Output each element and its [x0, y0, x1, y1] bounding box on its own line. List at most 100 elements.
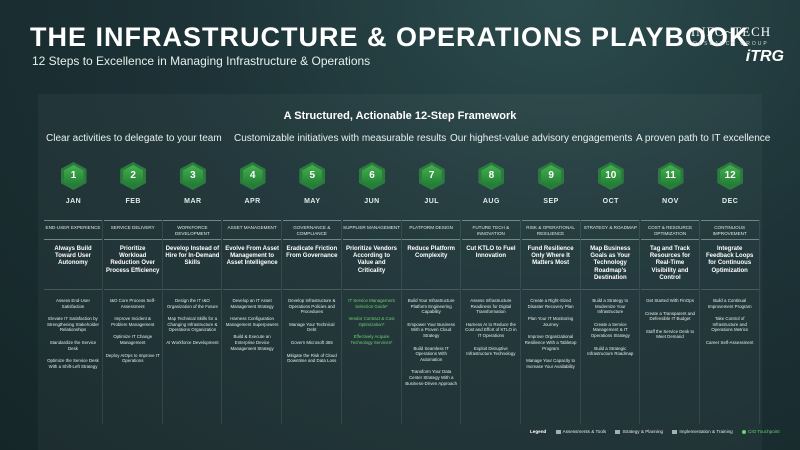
goal-headline: Prioritize Vendors According to Value an… [342, 240, 401, 290]
playbook-item[interactable]: Build Your Infrastructure Platform Engin… [407, 298, 455, 315]
playbook-item[interactable]: Improve Organizational Resilience With a… [524, 334, 577, 351]
playbook-item[interactable]: AI Workforce Development [166, 339, 219, 345]
playbook-item[interactable]: Effectively Acquire Technology Services* [350, 334, 393, 345]
item-list: Assess Infrastructure Readiness for Digi… [462, 290, 520, 357]
goal-headline: Cut KTLO to Fuel Innovation [461, 240, 520, 290]
playbook-item[interactable]: Optimize IT Change Management [113, 334, 153, 345]
playbook-item[interactable]: Mitigate the Risk of Cloud Downtime and … [286, 352, 337, 364]
playbook-item[interactable]: Staff the Service Desk to Meet Demand [645, 328, 695, 340]
playbook-item[interactable]: Create a Service Management & IT Operati… [590, 321, 630, 338]
playbook-item[interactable]: Take Control of Infrastructure and Opera… [711, 316, 749, 333]
category-label: RISK & OPERATIONAL RESILIENCE [521, 220, 580, 240]
hexagon-icon: 9 [538, 162, 565, 190]
step-number: 3 [182, 165, 203, 187]
legend-item-cio: CIO Touchpoint [742, 429, 780, 434]
goal-headline: Integrate Feedback Loops for Continuous … [700, 240, 759, 290]
itrg-logo: iTRG [745, 48, 784, 65]
goal-headline: Develop Instead of Hire for In-Demand Sk… [163, 240, 222, 290]
page-header: THE INFRASTRUCTURE & OPERATIONS PLAYBOOK… [0, 0, 800, 92]
logo-sub-text: RESEARCH GROUP [693, 41, 769, 47]
goal-headline: Map Business Goals as Your Technology Ro… [581, 240, 640, 290]
playbook-item[interactable]: Build Seamless IT Operations With Automa… [413, 345, 449, 362]
playbook-item[interactable]: Empower Your Business With a Proven Clou… [407, 321, 455, 338]
month-label: OCT [602, 198, 619, 205]
phase-label-2: Customizable initiatives with measurable… [234, 133, 447, 144]
playbook-item[interactable]: Exploit Disruptive Infrastructure Techno… [466, 345, 516, 357]
playbook-item[interactable]: IT Service Management Selection Guide* [348, 298, 395, 309]
playbook-item[interactable]: Build & Execute an Enterprise Device Man… [230, 334, 274, 351]
category-label: WORKFORCE DEVELOPMENT [163, 220, 222, 240]
playbook-item[interactable]: Design the IT I&O Organization of the Fu… [166, 298, 218, 309]
step-number: 2 [123, 165, 144, 187]
playbook-item[interactable]: Harness Configuration Management Superpo… [225, 316, 279, 327]
playbook-item[interactable]: Transform Your Data Center Strategy With… [405, 369, 458, 386]
playbook-item[interactable]: Career Self-Assessment [705, 339, 754, 345]
logo-main-text: INFO~TECH [690, 24, 772, 39]
category-label: SERVICE DELIVERY [103, 220, 162, 240]
playbook-item[interactable]: Harness AI to Reduce the Cost and Effort… [465, 321, 517, 338]
playbook-item[interactable]: Develop an IT Asset Management Strategy [230, 298, 274, 309]
item-list: Design the IT I&O Organization of the Fu… [163, 290, 221, 346]
category-label: GOVERNANCE & COMPLIANCE [282, 220, 341, 240]
playbook-item[interactable]: Govern Microsoft 365 [290, 339, 333, 345]
playbook-item[interactable]: Create a Right-Sized Disaster Recovery P… [527, 298, 574, 309]
legend: Legend Assessments & Tools Strategy & Pl… [530, 429, 788, 441]
playbook-item[interactable]: Improve Incident & Problem Management [111, 316, 155, 327]
category-label: STRATEGY & ROADMAP [581, 220, 640, 240]
playbook-item[interactable]: I&O Core Process Self-Assessment [109, 298, 156, 309]
item-list: Build a Strategy to Modernize Your Infra… [581, 290, 639, 357]
month-label: FEB [125, 198, 141, 205]
phase-label-4: A proven path to IT excellence [636, 133, 771, 144]
step-number: 12 [720, 165, 741, 187]
step-number: 1 [63, 165, 84, 187]
playbook-item[interactable]: Get Started With FinOps [646, 298, 694, 303]
category-label: PLATFORM DESIGN [402, 220, 461, 240]
playbook-item[interactable]: Elevate IT Satisfaction by Strengthening… [47, 316, 99, 333]
playbook-item[interactable]: Optimize the Service Desk With a Shift-L… [47, 358, 99, 369]
playbook-item[interactable]: Manage Your Technical Debt [289, 321, 335, 333]
playbook-item[interactable]: Vendor Contract & Cost Optimization* [348, 316, 395, 327]
hexagon-icon: 3 [179, 162, 206, 190]
implementation-icon [672, 430, 678, 435]
playbook-item[interactable]: Manage Your Capacity to Increase Your Av… [526, 358, 576, 369]
month-label: APR [244, 198, 261, 205]
step-number: 7 [421, 165, 442, 187]
month-label: AUG [482, 198, 500, 205]
playbook-item[interactable]: Map Technical Skills for a Changing Infr… [167, 316, 218, 333]
page-title: THE INFRASTRUCTURE & OPERATIONS PLAYBOOK [30, 22, 750, 52]
playbook-item[interactable]: Assess End-User Satisfaction [56, 298, 90, 309]
step-number: 8 [481, 165, 502, 187]
hexagon-icon: 1 [60, 162, 87, 190]
month-label: JUL [424, 198, 440, 205]
strategy-icon [615, 430, 621, 435]
goal-headline: Evolve From Asset Management to Asset In… [223, 240, 282, 290]
step-number: 9 [541, 165, 562, 187]
category-label: ASSET MANAGEMENT [223, 220, 282, 240]
legend-item-assessments: Assessments & Tools [555, 429, 606, 434]
playbook-item[interactable]: Build a Continual Improvement Program [707, 298, 752, 309]
playbook-item[interactable]: Deploy AIOps to Improve IT Operations [105, 352, 160, 364]
playbook-item[interactable]: Plan Your IT Monitoring Journey [527, 316, 574, 327]
info-tech-logo: INFO~TECH RESEARCH GROUP [676, 24, 786, 47]
playbook-item[interactable]: Create a Transparent and Defensible IT B… [644, 310, 696, 322]
playbook-item[interactable]: Assess Infrastructure Readiness for Digi… [470, 298, 512, 315]
playbook-item[interactable]: Standardize the Service Desk [49, 339, 97, 351]
playbook-item[interactable]: Build a Strategy to Modernize Your Infra… [592, 298, 629, 315]
playbook-item[interactable]: Build a Strategic Infrastructure Roadmap [587, 345, 634, 357]
category-label: COST & RESOURCE OPTIMIZATION [641, 220, 699, 240]
playbook-item[interactable]: Develop Infrastructure & Operations Poli… [288, 298, 336, 315]
goal-headline: Always Build Toward User Autonomy [44, 240, 102, 290]
month-label: DEC [722, 198, 739, 205]
